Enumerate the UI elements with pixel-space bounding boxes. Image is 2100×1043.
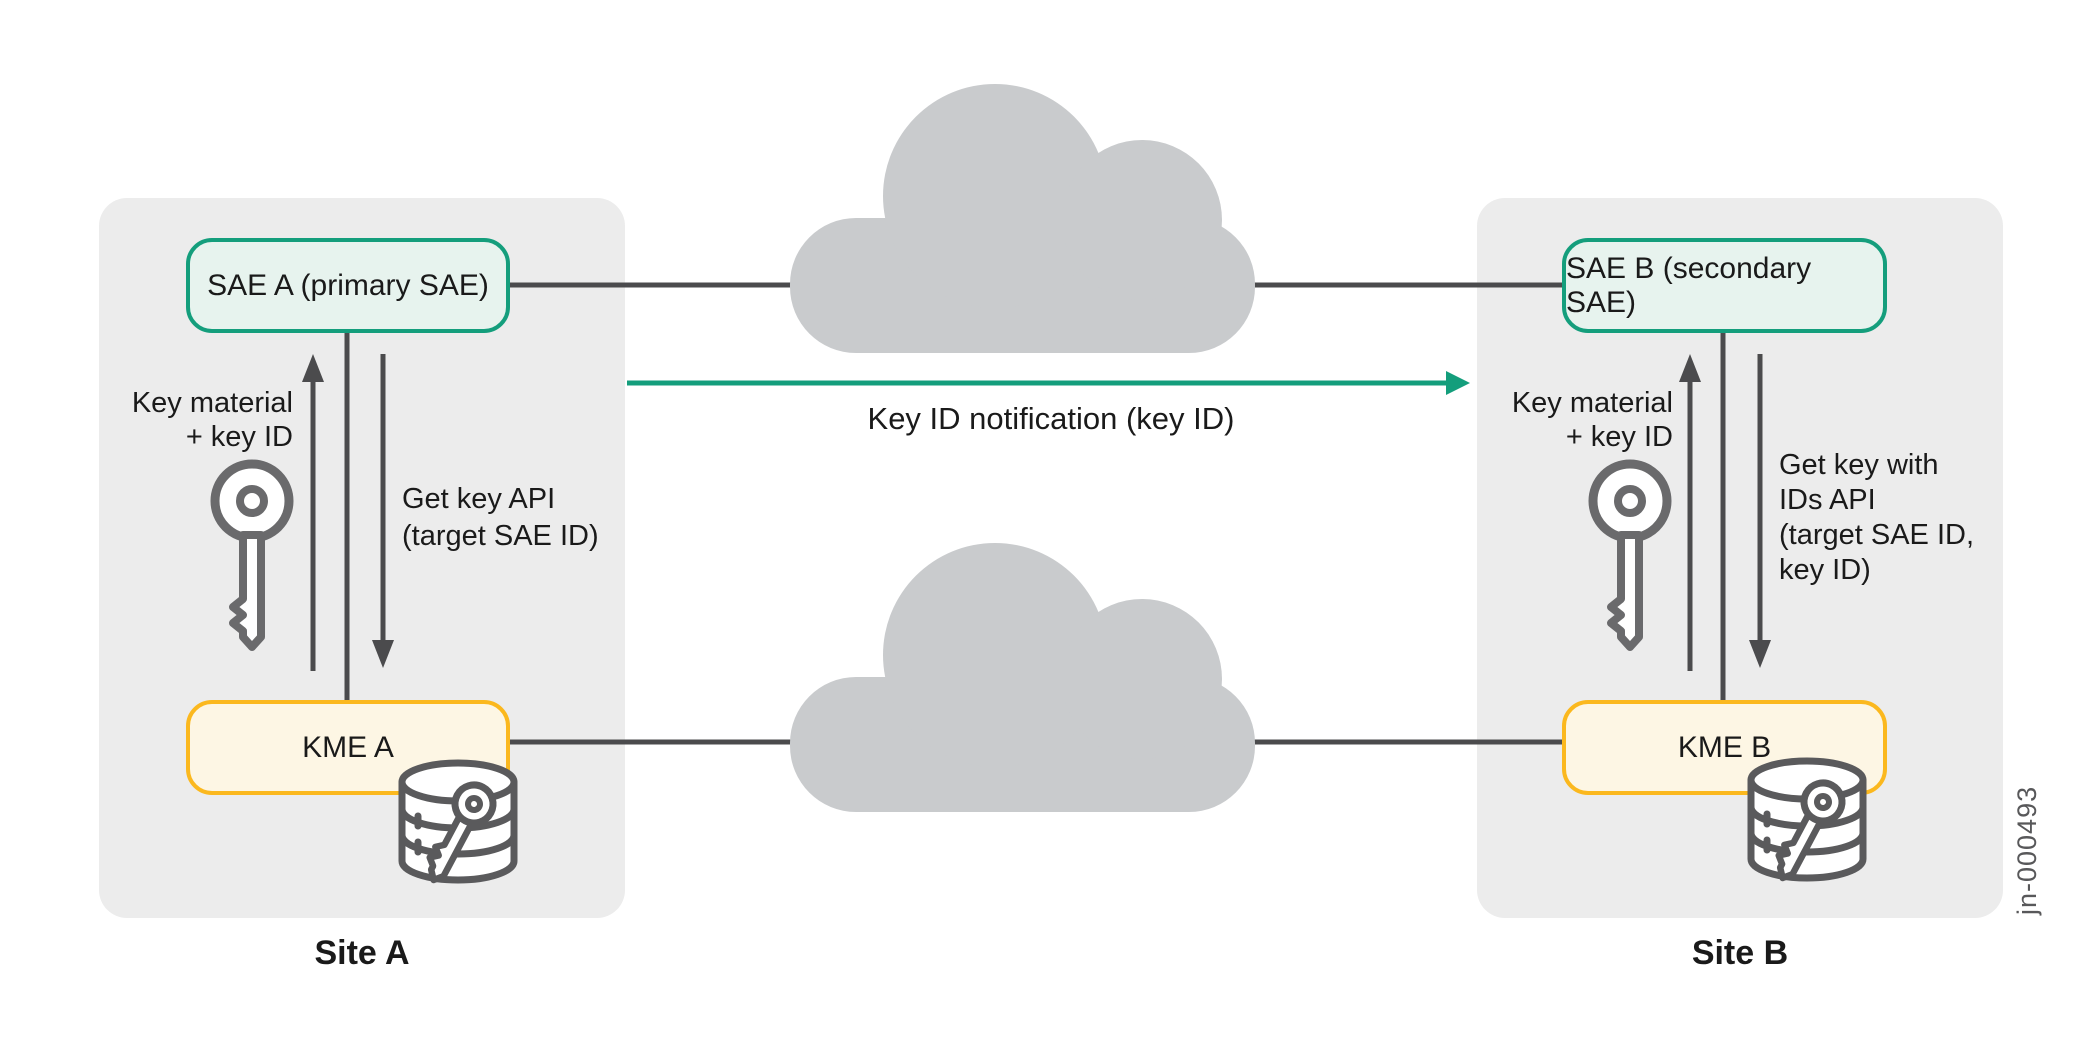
api-label-line: (target SAE ID, (1779, 519, 1975, 551)
site-a-key-material-arrow (302, 354, 324, 671)
figure-id-watermark: jn-000493 (2012, 785, 2042, 915)
api-label-line: key ID) (1779, 554, 1871, 586)
kme-a-label: KME A (302, 730, 394, 764)
api-label-line: Get key with (1779, 449, 1939, 481)
sae-b-box: SAE B (secondary SAE) (1562, 238, 1887, 333)
key-database-icon-site-a (398, 759, 518, 884)
site-b-api-arrow (1749, 354, 1771, 668)
api-label-line: Get key API (402, 483, 556, 515)
key-id-notification-arrow (627, 371, 1470, 395)
sae-a-box: SAE A (primary SAE) (186, 238, 510, 333)
sae-a-label: SAE A (primary SAE) (207, 268, 489, 302)
cloud-icon-bottom (790, 543, 1255, 812)
key-icon-site-b (1588, 459, 1672, 651)
sae-b-label: SAE B (secondary SAE) (1566, 251, 1812, 319)
cloud-icon-top (790, 84, 1255, 353)
key-material-line: + key ID (185, 421, 293, 453)
get-key-with-ids-api-label-site-b: Get key with IDs API (target SAE ID, key… (1779, 448, 1974, 588)
key-material-label-site-a: Key material + key ID (95, 386, 293, 454)
site-a-api-arrow (372, 354, 394, 668)
api-label-line: IDs API (1779, 484, 1876, 516)
get-key-api-label-site-a: Get key API (target SAE ID) (402, 481, 599, 555)
site-a-label: Site A (314, 934, 410, 972)
key-material-line: Key material (1511, 387, 1673, 419)
site-b-label: Site B (1691, 934, 1789, 972)
site-b-key-material-arrow (1679, 354, 1701, 671)
key-material-line: Key material (131, 387, 293, 419)
key-database-icon-site-b (1747, 757, 1867, 882)
api-label-line: (target SAE ID) (402, 520, 599, 552)
kme-b-label: KME B (1677, 730, 1772, 764)
key-icon-site-a (210, 459, 294, 651)
key-material-line: + key ID (1565, 421, 1673, 453)
key-material-label-site-b: Key material + key ID (1478, 386, 1673, 454)
key-id-notification-label: Key ID notification (key ID) (867, 401, 1235, 436)
